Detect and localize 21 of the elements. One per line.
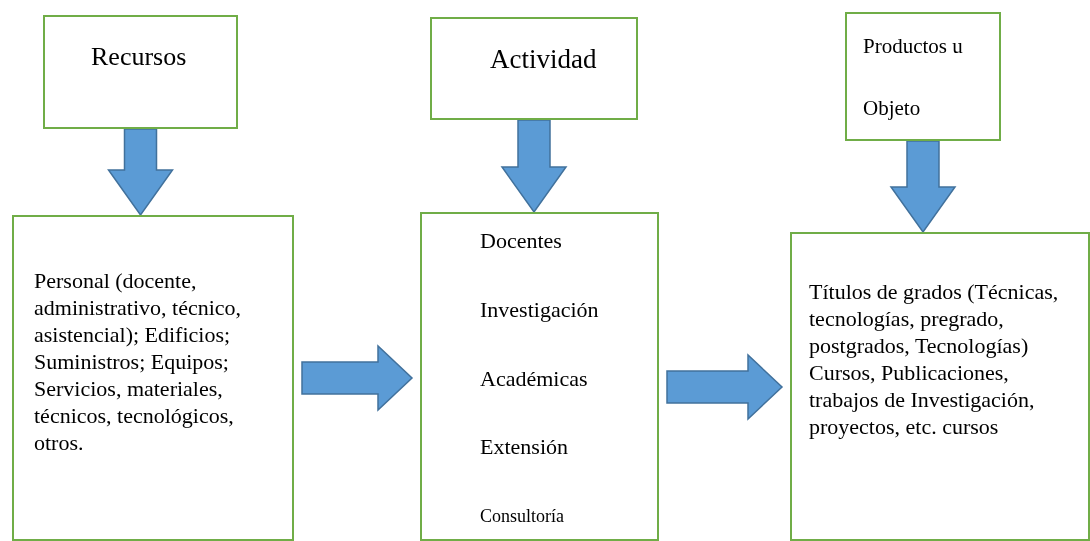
list-item: Académicas [480,365,589,392]
block-arrow [889,140,957,234]
block-arrow [107,128,174,217]
box-text: Personal (docente, administrativo, técnico, asistencial); Edificios; Suministros; Equipos; Servicios, materiales, técnicos, tecnológicos, otros. [33,267,243,456]
list-item: Docentes [480,228,563,254]
block-arrow [666,353,784,421]
box-title: Actividad [489,43,598,76]
text-box [12,215,294,541]
text-box [845,12,1001,141]
box-title: Productos u Objeto [862,33,964,122]
block-arrow [301,344,414,412]
block-arrow [500,119,568,214]
list-item: Extensión [480,434,569,461]
list-item: Consultoría [480,505,565,528]
box-text: Títulos de grados (Técnicas, tecnologías, pregrado, postgrados, Tecnologías) Cursos, Publicaciones, trabajos de Investigación, proyectos, etc. cursos [808,278,1060,440]
text-box [43,15,238,129]
text-box [430,17,638,120]
list-item: Investigación [480,296,600,323]
text-box [790,232,1090,541]
text-box [420,212,659,541]
box-title: Recursos [90,41,188,73]
